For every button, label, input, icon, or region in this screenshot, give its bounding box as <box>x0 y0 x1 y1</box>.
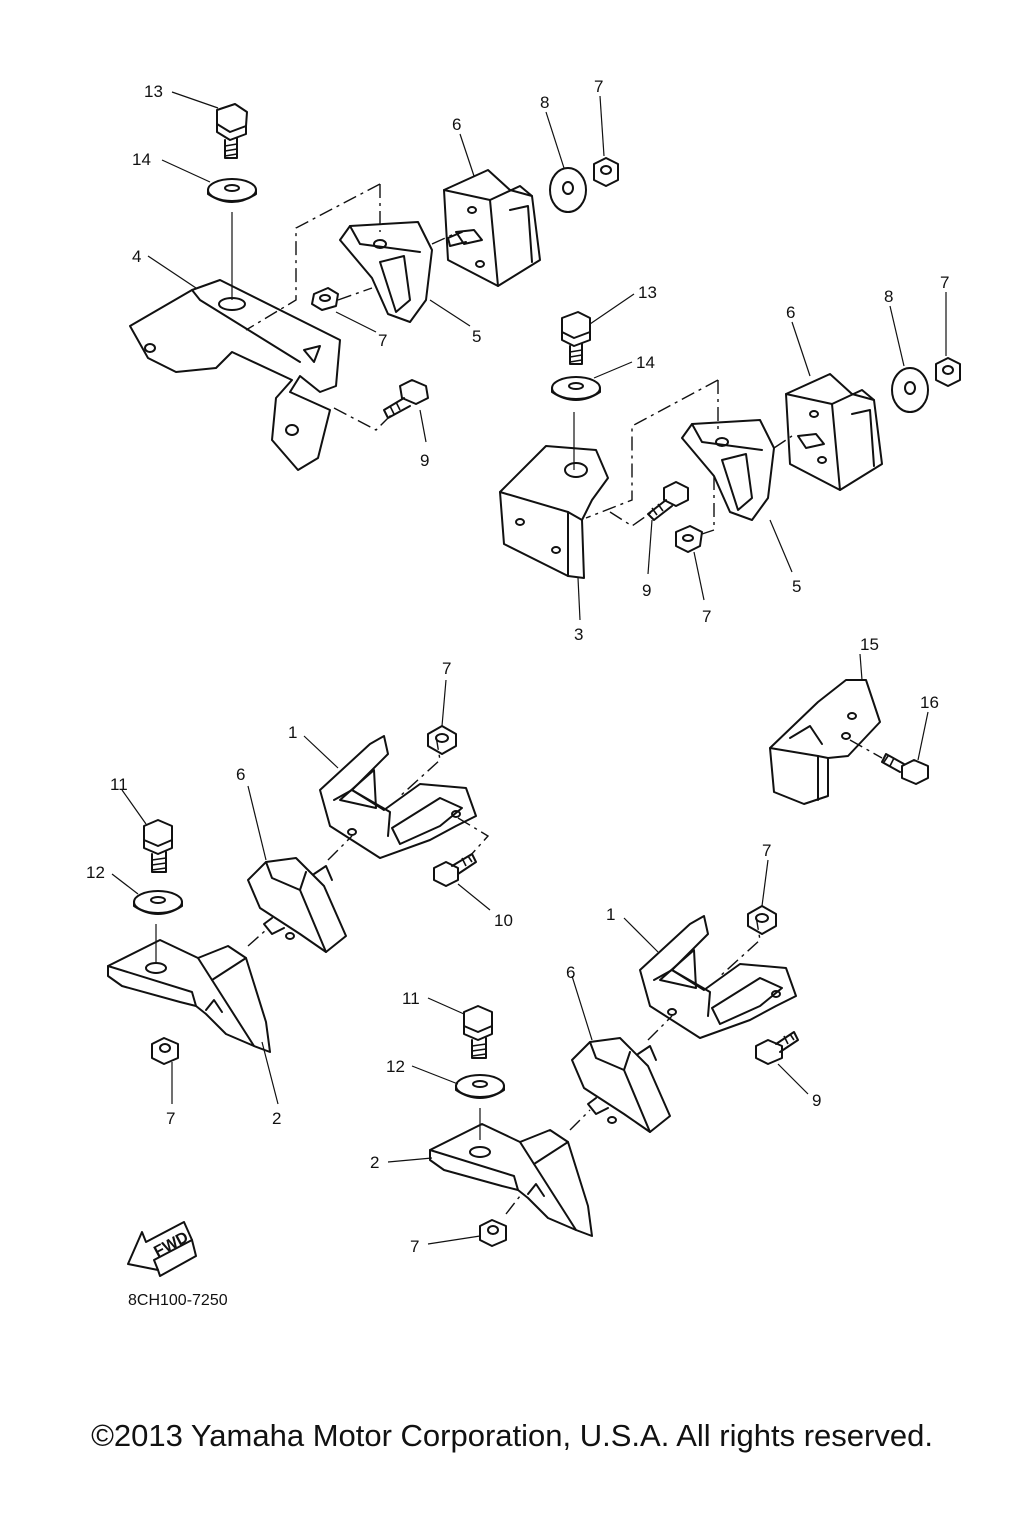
callout-8: 8 <box>884 287 893 306</box>
callout-7: 7 <box>762 841 771 860</box>
bolt-9-upper-left <box>383 379 429 419</box>
washer-8-upper-left <box>549 167 587 213</box>
bracket-5-upper-right <box>681 419 775 521</box>
copyright-notice: ©2013 Yamaha Motor Corporation, U.S.A. A… <box>91 1418 933 1453</box>
callout-3: 3 <box>574 625 583 644</box>
callout-7: 7 <box>378 331 387 350</box>
assembly-upper-left <box>129 103 619 471</box>
callout-13: 13 <box>144 82 163 101</box>
callout-12: 12 <box>86 863 105 882</box>
callout-6: 6 <box>786 303 795 322</box>
callout-7: 7 <box>410 1237 419 1256</box>
nut-7-lower-right-bottom <box>479 1219 507 1247</box>
mount-6-upper-left <box>443 169 541 287</box>
fwd-arrow-icon: FWD <box>127 1221 197 1277</box>
callout-9: 9 <box>420 451 429 470</box>
washer-14-upper-right <box>551 376 601 401</box>
bolt-13-upper-right <box>561 311 591 365</box>
bracket-2-lower-left <box>107 939 271 1053</box>
callout-12: 12 <box>386 1057 405 1076</box>
bolt-9-lower-right <box>755 1031 799 1065</box>
washer-14-upper-left <box>207 178 257 203</box>
bolt-11-lower-left <box>143 819 173 873</box>
callout-14: 14 <box>636 353 655 372</box>
washer-12-lower-left <box>133 890 183 915</box>
callout-9: 9 <box>642 581 651 600</box>
callout-14: 14 <box>132 150 151 169</box>
nut-7-lower-left-top <box>427 725 457 755</box>
callout-7: 7 <box>166 1109 175 1128</box>
callout-4: 4 <box>132 247 141 266</box>
callout-11: 11 <box>402 989 420 1008</box>
callout-1: 1 <box>288 723 297 742</box>
callout-5: 5 <box>472 327 481 346</box>
callout-5: 5 <box>792 577 801 596</box>
bolt-16 <box>881 753 929 785</box>
callout-labels: 13 14 4 6 8 7 7 5 9 13 14 6 8 7 9 7 5 3 … <box>86 77 949 1256</box>
bracket-1-lower-right <box>639 915 797 1039</box>
fwd-label: FWD <box>151 1229 191 1261</box>
callout-6: 6 <box>236 765 245 784</box>
bracket-1-lower-left <box>319 735 477 859</box>
bolt-11-lower-right <box>463 1005 493 1059</box>
mount-6-lower-right <box>571 1037 671 1133</box>
washer-12-lower-right <box>455 1074 505 1099</box>
nut-7-small-upper-left <box>311 287 339 311</box>
bracket-5-upper-left <box>339 221 433 323</box>
bolt-10 <box>433 853 477 887</box>
callout-9: 9 <box>812 1091 821 1110</box>
callout-6: 6 <box>452 115 461 134</box>
mount-6-lower-left <box>247 857 347 953</box>
callout-16: 16 <box>920 693 939 712</box>
callout-leaders <box>111 91 947 1245</box>
callout-7: 7 <box>442 659 451 678</box>
callout-8: 8 <box>540 93 549 112</box>
washer-8-upper-right <box>891 367 929 413</box>
callout-11: 11 <box>110 775 128 794</box>
assembly-upper-right <box>499 311 961 579</box>
assembly-lower-right <box>429 905 799 1247</box>
callout-6: 6 <box>566 963 575 982</box>
nut-7-upper-right <box>935 357 961 387</box>
bolt-13-upper-left <box>216 103 248 159</box>
nut-7-upper-right-lower <box>675 525 703 553</box>
callout-7: 7 <box>702 607 711 626</box>
callout-7: 7 <box>940 273 949 292</box>
callout-2: 2 <box>272 1109 281 1128</box>
nut-7-lower-right-top <box>747 905 777 935</box>
bracket-4 <box>129 279 341 471</box>
callout-10: 10 <box>494 911 513 930</box>
callout-7: 7 <box>594 77 603 96</box>
callout-1: 1 <box>606 905 615 924</box>
assembly-right-15-16 <box>769 679 929 805</box>
callout-13: 13 <box>638 283 657 302</box>
assembly-lower-left <box>107 725 490 1065</box>
nut-7-lower-left-bottom <box>151 1037 179 1065</box>
callout-2: 2 <box>370 1153 379 1172</box>
bolt-9-upper-right <box>647 481 689 521</box>
bracket-3 <box>499 445 609 579</box>
mount-6-upper-right <box>785 373 883 491</box>
nut-7-upper-left <box>593 157 619 187</box>
part-15 <box>769 679 881 805</box>
bracket-2-lower-right <box>429 1123 593 1237</box>
drawing-code: 8CH100-7250 <box>128 1292 228 1309</box>
callout-15: 15 <box>860 635 879 654</box>
